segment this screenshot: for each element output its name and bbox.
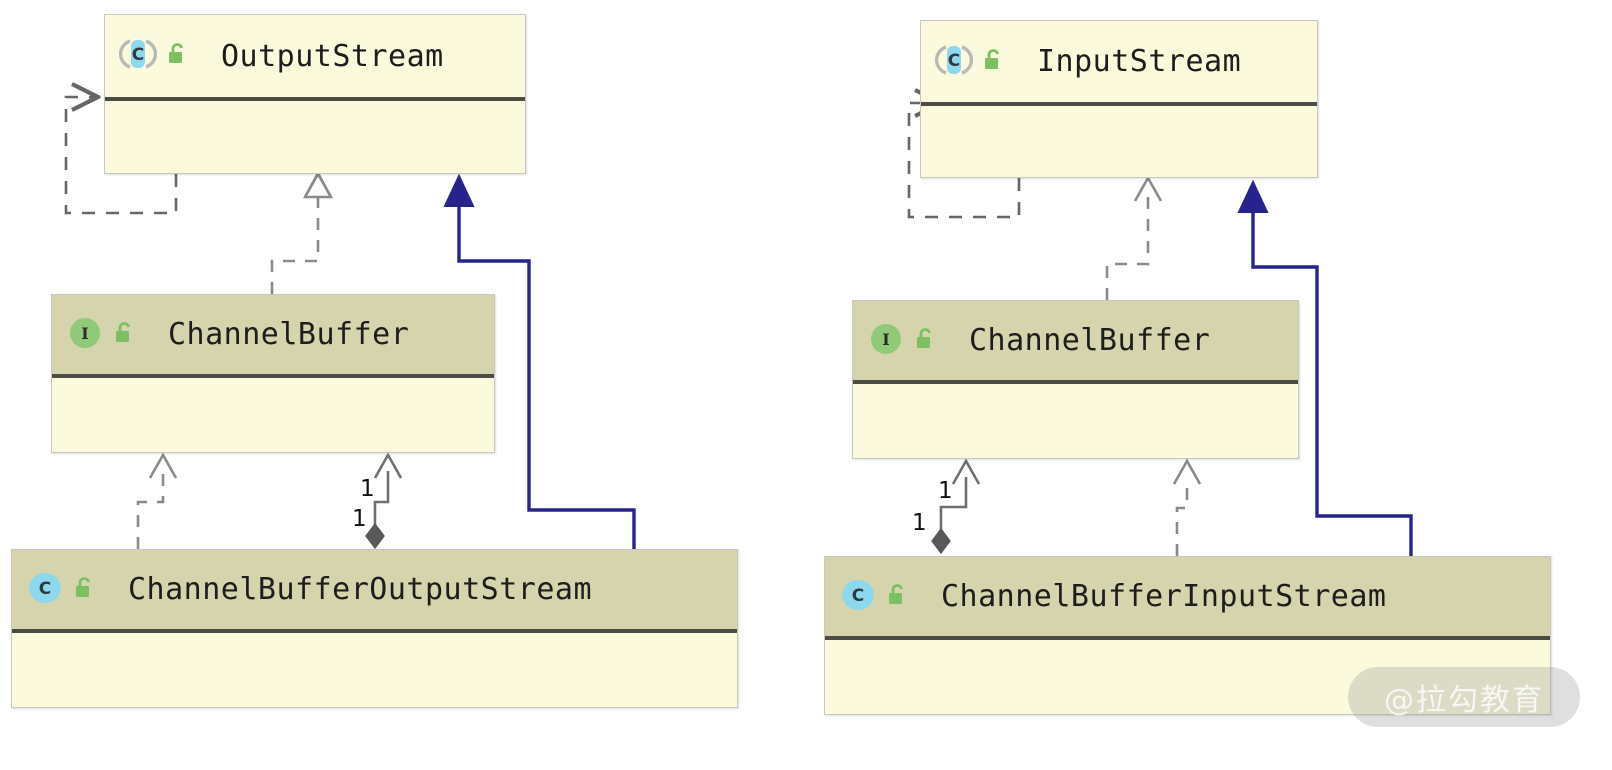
edge-channelbuffer-to-inputstream bbox=[1105, 175, 1163, 300]
class-box-channel-buffer-input-stream[interactable]: C ChannelBufferInputStream bbox=[824, 556, 1551, 715]
edge-cbos-realizes-channelbuffer bbox=[136, 452, 178, 549]
multiplicity-label: 1 bbox=[912, 510, 927, 536]
svg-text:C: C bbox=[39, 579, 51, 599]
interface-members-compartment bbox=[853, 384, 1298, 453]
multiplicity-label: 1 bbox=[352, 506, 367, 532]
class-icon-plain: C bbox=[26, 569, 64, 611]
interface-box-channel-buffer-right[interactable]: I ChannelBuffer bbox=[852, 300, 1299, 459]
class-name: ChannelBufferInputStream bbox=[941, 579, 1387, 614]
class-box-channel-buffer-output-stream[interactable]: C ChannelBufferOutputStream bbox=[11, 549, 738, 708]
open-lock-icon bbox=[72, 575, 96, 605]
open-lock-icon bbox=[981, 47, 1005, 77]
class-name: OutputStream bbox=[221, 38, 444, 74]
class-members-compartment bbox=[12, 633, 737, 702]
svg-text:I: I bbox=[882, 330, 889, 349]
interface-name: ChannelBuffer bbox=[969, 323, 1211, 358]
interface-header: I ChannelBuffer bbox=[52, 295, 494, 378]
watermark: @拉勾教育 bbox=[1348, 667, 1580, 727]
class-header: C ChannelBufferInputStream bbox=[825, 557, 1550, 640]
open-lock-icon bbox=[165, 41, 189, 71]
edge-cbis-realizes-channelbuffer bbox=[1172, 458, 1202, 556]
interface-icon: I bbox=[66, 314, 104, 356]
open-lock-icon bbox=[112, 320, 136, 350]
class-icon-plain: C bbox=[839, 576, 877, 618]
class-members-compartment bbox=[105, 101, 525, 171]
class-box-output-stream[interactable]: C OutputStream bbox=[104, 14, 526, 174]
edge-channelbuffer-to-outputstream bbox=[270, 170, 334, 294]
interface-icon: I bbox=[867, 320, 905, 362]
class-header: C InputStream bbox=[921, 21, 1317, 106]
class-name: InputStream bbox=[1037, 44, 1242, 79]
interface-box-channel-buffer-left[interactable]: I ChannelBuffer bbox=[51, 294, 495, 453]
class-box-input-stream[interactable]: C InputStream bbox=[920, 20, 1318, 178]
interface-name: ChannelBuffer bbox=[168, 317, 410, 352]
svg-text:I: I bbox=[81, 324, 88, 343]
class-header: C ChannelBufferOutputStream bbox=[12, 550, 737, 633]
open-lock-icon bbox=[885, 582, 909, 612]
class-members-compartment bbox=[825, 640, 1550, 709]
svg-text:C: C bbox=[948, 51, 960, 71]
open-lock-icon bbox=[913, 326, 937, 356]
svg-text:C: C bbox=[132, 45, 144, 65]
class-icon-parenthesized: C bbox=[934, 41, 974, 83]
svg-text:C: C bbox=[852, 586, 864, 606]
class-members-compartment bbox=[921, 106, 1317, 175]
class-header: C OutputStream bbox=[105, 15, 525, 101]
class-icon-parenthesized: C bbox=[118, 35, 158, 77]
class-name: ChannelBufferOutputStream bbox=[128, 572, 593, 607]
interface-header: I ChannelBuffer bbox=[853, 301, 1298, 384]
multiplicity-label: 1 bbox=[938, 478, 953, 504]
multiplicity-label: 1 bbox=[360, 476, 375, 502]
interface-members-compartment bbox=[52, 378, 494, 447]
edge-cbis-aggregates-channelbuffer bbox=[931, 458, 981, 555]
